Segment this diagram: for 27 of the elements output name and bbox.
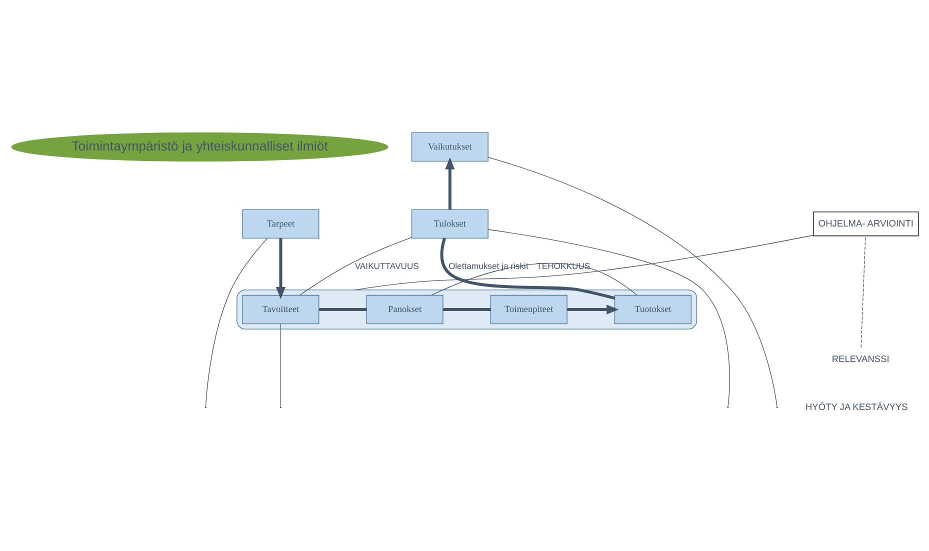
node-box: Vaikutukset	[410, 132, 488, 162]
node-box: Tavoitteet	[242, 294, 319, 324]
node-box: Tulokset	[410, 208, 488, 238]
connector	[487, 228, 730, 406]
node-box: Panokset	[366, 294, 443, 324]
connector	[280, 322, 281, 406]
node-text: RELEVANSSI	[831, 354, 889, 364]
node-box: Toimenpiteet	[490, 294, 567, 324]
connector	[442, 308, 490, 310]
label: HYÖTY JA KESTÄVYYS	[804, 401, 908, 412]
cluster	[236, 289, 697, 329]
node-box: Tarpeet	[242, 208, 319, 238]
node-ellipse: Toimintaympäristö ja yhteiskunnalliset ilmiöt	[10, 132, 388, 161]
edge-label: VAIKUTTAVUUS	[354, 260, 418, 270]
node-box: OHJELMA- ARVIOINTI	[812, 211, 918, 236]
connector	[354, 234, 814, 290]
node-box: Tuotokset	[614, 294, 691, 324]
connector	[487, 156, 777, 406]
connector	[860, 235, 866, 348]
connector	[430, 262, 637, 295]
connector	[204, 238, 268, 406]
arrow	[444, 156, 454, 209]
connector	[440, 237, 615, 300]
arrow	[566, 304, 618, 314]
connector	[318, 308, 366, 310]
arrow	[275, 238, 286, 299]
connector	[299, 236, 412, 295]
